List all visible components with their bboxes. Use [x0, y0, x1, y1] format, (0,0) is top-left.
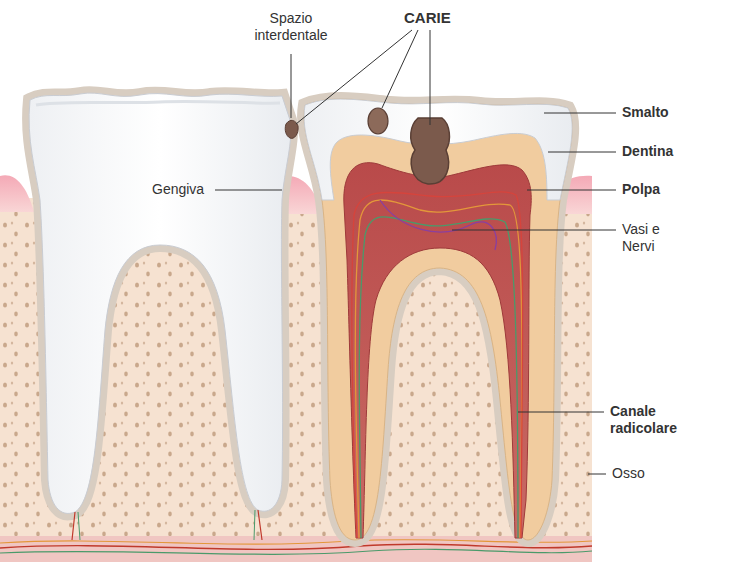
leader-lines [430, 30, 431, 125]
bone [0, 544, 592, 549]
leader-lines [291, 54, 292, 118]
part-label: Osso [612, 465, 645, 482]
part-label: Spazio interdentale [236, 10, 346, 44]
bone [0, 549, 592, 554]
left-tooth [29, 93, 291, 513]
leader-lines [452, 230, 616, 231]
left-tooth [72, 510, 262, 540]
leader-lines [548, 152, 616, 153]
vessels-nerves [380, 200, 496, 250]
part-label: Canale radicolare [610, 403, 710, 437]
vessels-nerves [355, 200, 522, 538]
right-tooth [304, 99, 572, 540]
left-tooth [29, 93, 291, 540]
part-label: Vasi e Nervi [622, 221, 682, 255]
pulp [344, 163, 531, 538]
leader-lines [588, 474, 606, 475]
caries [285, 108, 449, 184]
leader-lines [215, 30, 616, 474]
leader-lines [296, 30, 412, 124]
vessels-nerves [352, 192, 523, 538]
left-tooth [78, 510, 255, 540]
left-tooth [36, 101, 280, 105]
bone [0, 536, 592, 562]
leader-lines [215, 190, 282, 191]
dentin [304, 99, 572, 540]
vessels-nerves [352, 192, 523, 538]
part-label: Polpa [622, 181, 660, 198]
leader-lines [382, 30, 418, 108]
bone [0, 540, 592, 545]
right-tooth [304, 99, 572, 540]
caries [285, 120, 298, 138]
part-label: Smalto [622, 104, 669, 121]
leader-lines [527, 190, 616, 191]
vessels-nerves [359, 217, 518, 538]
part-label: CARIE [404, 9, 451, 27]
leader-lines [518, 412, 604, 413]
gum [0, 175, 34, 212]
leader-lines [544, 113, 616, 114]
caries [411, 118, 450, 184]
left-tooth [29, 93, 291, 513]
part-label: Gengiva [152, 181, 204, 198]
caries [368, 108, 388, 134]
part-label: Dentina [622, 143, 673, 160]
